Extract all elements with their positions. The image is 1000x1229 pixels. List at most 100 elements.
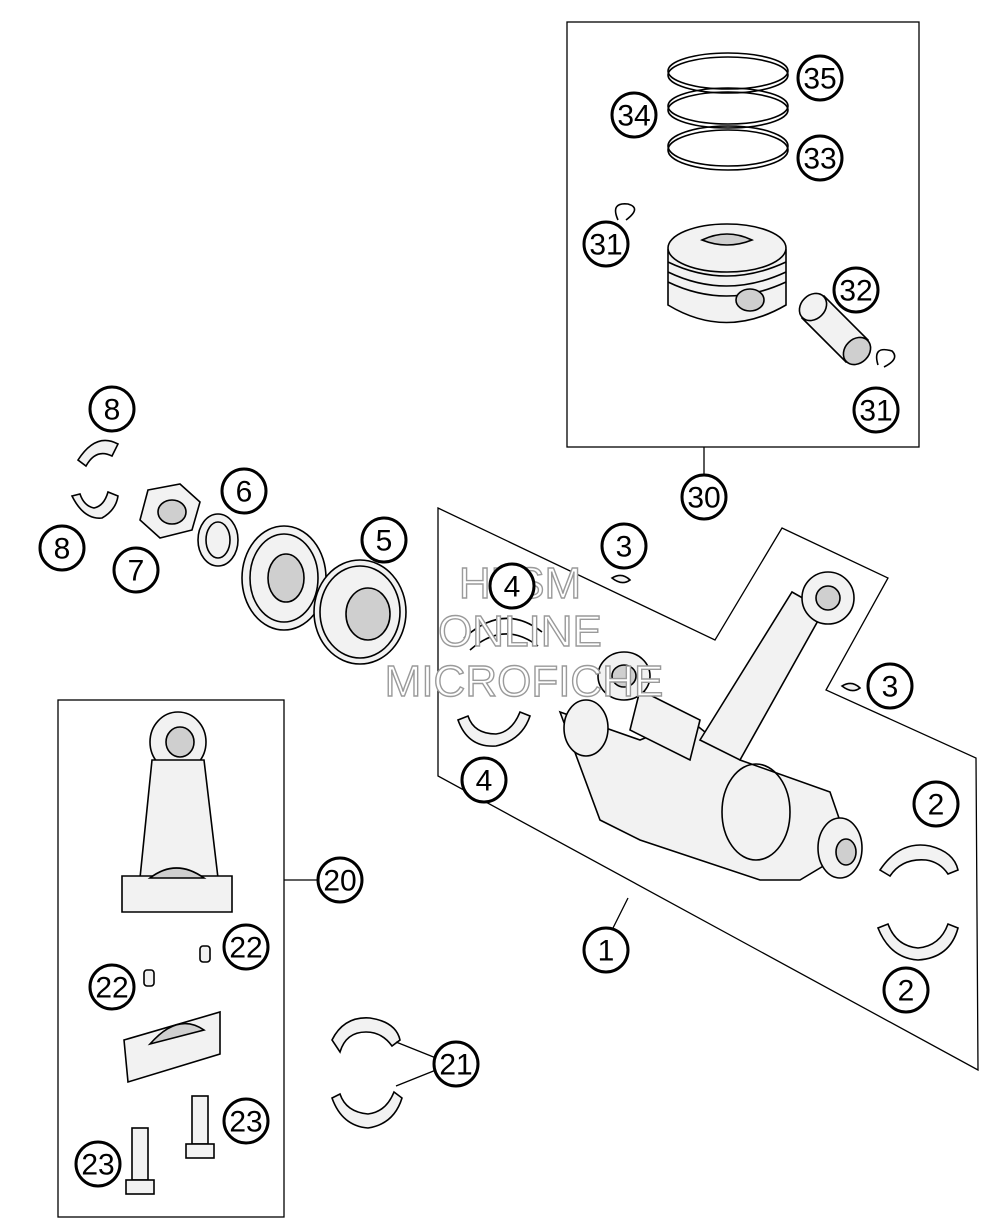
washer-6 xyxy=(197,513,239,567)
bearing-shell-8-upper xyxy=(76,439,120,468)
bolt-23-a xyxy=(185,1095,215,1159)
callout-number: 32 xyxy=(839,275,872,308)
piston-pin-32 xyxy=(798,292,872,366)
dowel-pin-22-b xyxy=(143,969,155,987)
callout-number: 33 xyxy=(803,143,836,176)
callout-number: 23 xyxy=(229,1106,262,1139)
bearing-shell-4-upper xyxy=(463,617,543,651)
callout-number: 4 xyxy=(504,571,521,604)
watermark-line3: MICROFICHE xyxy=(385,657,664,706)
sprocket-wheel xyxy=(241,525,327,631)
conrod-cap xyxy=(123,1010,221,1084)
callout-4: 4 xyxy=(460,756,508,804)
callout-circle xyxy=(220,467,268,515)
callout-30: 30 xyxy=(680,473,728,521)
callout-number: 31 xyxy=(859,395,892,428)
callout-number: 8 xyxy=(54,533,71,566)
leader-1 xyxy=(611,897,629,931)
callout-circle xyxy=(88,385,136,433)
callout-32: 32 xyxy=(832,266,880,314)
piston-clip-31-upper xyxy=(614,203,636,221)
woodruff-key-3-a xyxy=(610,574,632,584)
callout-8: 8 xyxy=(88,385,136,433)
callout-34: 34 xyxy=(610,91,658,139)
bearing-shell-4-lower xyxy=(456,710,531,747)
callout-number: 23 xyxy=(81,1149,114,1182)
nut-7 xyxy=(139,483,201,539)
piston-ring-33 xyxy=(667,125,789,171)
callout-circle xyxy=(112,546,160,594)
callout-number: 7 xyxy=(128,555,145,588)
crankshaft xyxy=(558,699,863,881)
callout-circle xyxy=(882,966,930,1014)
bearing-shell-2-lower xyxy=(876,922,959,961)
callout-circle xyxy=(832,266,880,314)
callout-circle xyxy=(680,473,728,521)
callout-circle xyxy=(582,220,630,268)
callout-number: 22 xyxy=(95,972,128,1005)
callout-23: 23 xyxy=(74,1140,122,1188)
callout-number: 21 xyxy=(439,1049,472,1082)
callout-35: 35 xyxy=(796,54,844,102)
callout-3: 3 xyxy=(600,522,648,570)
watermark-line2: ONLINE xyxy=(438,607,602,656)
piston-clip-31-lower xyxy=(875,348,896,368)
callout-1: 1 xyxy=(582,926,630,974)
callout-number: 35 xyxy=(803,63,836,96)
bearing-shell-2-upper xyxy=(878,844,959,878)
callout-number: 4 xyxy=(476,765,493,798)
piston-group-frame xyxy=(566,21,920,448)
callout-number: 31 xyxy=(589,229,622,262)
callout-circle xyxy=(38,524,86,572)
callout-circle xyxy=(852,386,900,434)
callout-number: 1 xyxy=(598,935,615,968)
callout-number: 2 xyxy=(898,975,915,1008)
callout-23: 23 xyxy=(222,1097,270,1145)
callout-5: 5 xyxy=(360,516,408,564)
callout-22: 22 xyxy=(222,923,270,971)
callout-number: 30 xyxy=(687,482,720,515)
callout-circle xyxy=(582,926,630,974)
bearing-shell-21-lower xyxy=(331,1090,403,1129)
callout-circle xyxy=(610,91,658,139)
callout-20: 20 xyxy=(316,856,364,904)
leader-21-upper xyxy=(395,1041,437,1059)
callout-number: 5 xyxy=(376,525,393,558)
callout-3: 3 xyxy=(866,662,914,710)
gear-5 xyxy=(313,559,407,665)
callout-4: 4 xyxy=(488,562,536,610)
leader-21-lower xyxy=(395,1069,437,1087)
callout-6: 6 xyxy=(220,467,268,515)
bolt-23-b xyxy=(125,1127,155,1195)
callout-circle xyxy=(222,923,270,971)
piston xyxy=(667,223,787,324)
callout-circle xyxy=(222,1097,270,1145)
callout-circle xyxy=(866,662,914,710)
callout-number: 2 xyxy=(928,789,945,822)
callout-number: 8 xyxy=(104,394,121,427)
callout-31: 31 xyxy=(582,220,630,268)
callout-number: 3 xyxy=(882,671,899,704)
callout-22: 22 xyxy=(88,963,136,1011)
callout-8: 8 xyxy=(38,524,86,572)
callout-circle xyxy=(74,1140,122,1188)
piston-ring-35 xyxy=(667,52,789,94)
callout-circle xyxy=(796,134,844,182)
callout-circle xyxy=(432,1040,480,1088)
callout-number: 6 xyxy=(236,476,253,509)
callout-number: 22 xyxy=(229,932,262,965)
dowel-pin-22-a xyxy=(199,945,211,963)
callout-2: 2 xyxy=(882,966,930,1014)
callout-number: 20 xyxy=(323,865,356,898)
crankshaft-conrod xyxy=(597,571,855,762)
callout-circle xyxy=(88,963,136,1011)
callout-number: 3 xyxy=(616,531,633,564)
callout-21: 21 xyxy=(432,1040,480,1088)
conrod-group-frame xyxy=(57,699,285,1218)
callout-circle xyxy=(912,780,960,828)
crankshaft-group-frame xyxy=(437,506,979,1072)
piston-ring-34 xyxy=(667,87,789,129)
callout-circle xyxy=(460,756,508,804)
bearing-shell-21-upper xyxy=(331,1017,401,1054)
